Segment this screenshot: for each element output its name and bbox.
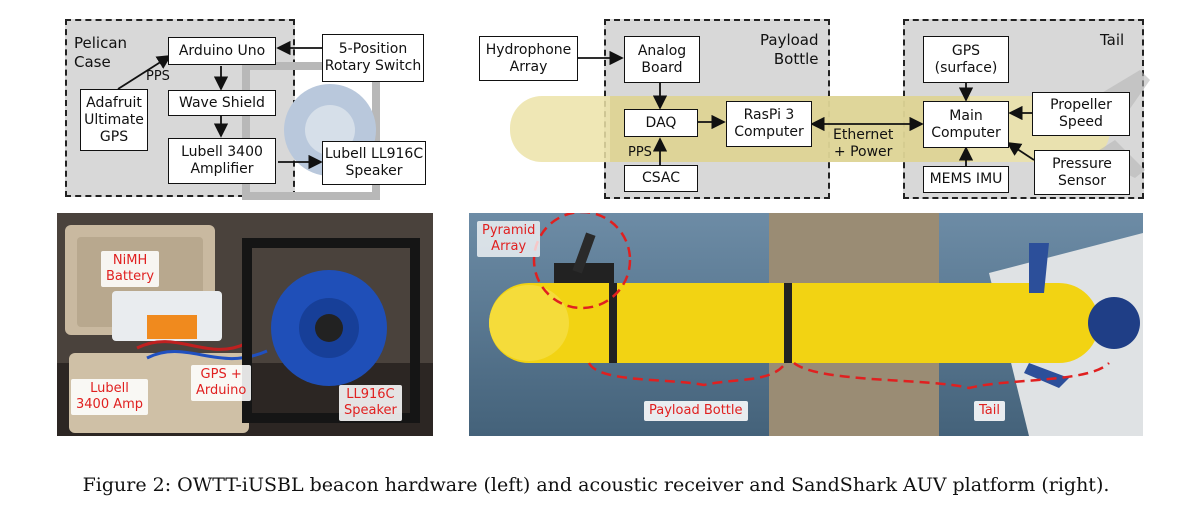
payload-bottle-title: Payload Bottle [760, 31, 819, 68]
amplifier-box: Lubell 3400 Amplifier [168, 138, 276, 184]
propeller-speed-box: Propeller Speed [1032, 92, 1130, 136]
figure-caption: Figure 2: OWTT-iUSBL beacon hardware (le… [82, 474, 1110, 496]
mems-imu-box: MEMS IMU [923, 166, 1009, 193]
pps-label-left: PPS [146, 69, 170, 84]
gps-surface-box: GPS (surface) [923, 36, 1009, 83]
raspi-computer-box: RasPi 3 Computer [726, 101, 812, 147]
pyramid-array-label: Pyramid Array [477, 221, 541, 257]
auv-photo-art [469, 213, 1143, 436]
main-computer-box: Main Computer [923, 101, 1009, 148]
auv-platform-photo: Pyramid Array Payload Bottle Tail [469, 213, 1143, 436]
ll916c-speaker-label: LL916C Speaker [339, 385, 402, 421]
pps-label-right: PPS [628, 145, 652, 160]
csac-box: CSAC [624, 165, 698, 192]
lubell-amp-label: Lubell 3400 Amp [71, 379, 149, 415]
daq-box: DAQ [624, 109, 698, 137]
pressure-sensor-box: Pressure Sensor [1034, 150, 1130, 195]
payload-bottle-photo-label: Payload Bottle [644, 401, 748, 421]
adafruit-gps-box: Adafruit Ultimate GPS [80, 89, 148, 151]
beacon-hardware-photo: NiMH Battery Lubell 3400 Amp GPS + Ardui… [57, 213, 433, 436]
wave-shield-box: Wave Shield [168, 90, 276, 116]
hydrophone-array-box: Hydrophone Array [479, 36, 578, 81]
analog-board-box: Analog Board [624, 36, 700, 83]
tail-photo-label: Tail [974, 401, 1005, 421]
pelican-case-title: Pelican Case [74, 34, 128, 71]
ethernet-power-label: Ethernet + Power [833, 127, 894, 160]
rotary-switch-box: 5-Position Rotary Switch [322, 34, 424, 82]
tail-title: Tail [1100, 31, 1125, 49]
gps-arduino-label: GPS + Arduino [191, 365, 252, 401]
nimh-battery-label: NiMH Battery [101, 251, 160, 287]
arduino-uno-box: Arduino Uno [168, 37, 276, 65]
speaker-box: Lubell LL916C Speaker [322, 141, 426, 185]
